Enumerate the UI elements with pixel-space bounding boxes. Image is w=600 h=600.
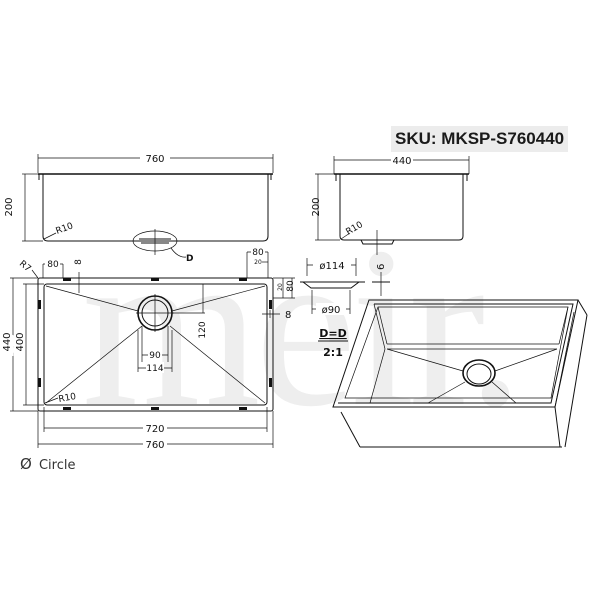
inner-width-dim: 400 <box>15 332 26 351</box>
detail-inner-diameter: ø90 <box>322 305 341 316</box>
flange-8-top-dim: 8 <box>74 259 84 265</box>
flange-20-top-dim: 20 <box>254 259 262 266</box>
diameter-symbol-icon: Ø <box>20 455 32 473</box>
legend-label: Circle <box>38 458 76 473</box>
flange-8-side-dim: 8 <box>285 310 291 321</box>
detail-scale: 2:1 <box>323 346 343 359</box>
outer-width-dim: 440 <box>2 332 13 351</box>
tab-spacing-right-dim: 80 <box>252 248 264 258</box>
front-view: 760 200 R10 D <box>4 151 274 264</box>
outer-length-dim: 760 <box>145 440 164 451</box>
front-height-dim: 200 <box>4 197 15 216</box>
front-radius-label: R10 <box>55 221 75 237</box>
detail-callout-label: D <box>186 254 193 264</box>
plan-view: 120 90 114 440 440 400 R7 80 8 <box>2 246 296 451</box>
tab-spacing-left-dim: 80 <box>47 260 59 270</box>
side-radius-label: R10 <box>345 220 366 238</box>
drain-offset-dim: 120 <box>198 321 208 338</box>
side-80-dim: 80 <box>286 280 296 292</box>
inner-length-dim: 720 <box>145 424 164 435</box>
drain-outer-dim: 114 <box>146 364 163 374</box>
side-height-dim: 200 <box>311 197 322 216</box>
drain-inner-dim: 90 <box>149 351 161 361</box>
inner-radius-label: R10 <box>58 392 77 405</box>
side-width-dim: 440 <box>392 156 411 167</box>
outer-radius-label: R7 <box>17 259 33 274</box>
svg-text:440: 440 <box>5 335 16 354</box>
detail-outer-diameter: ø114 <box>319 261 344 272</box>
side-view: 440 200 R10 <box>311 153 470 255</box>
sku-label: SKU: MKSP-S760440 <box>391 126 569 152</box>
detail-title: D=D <box>319 327 346 340</box>
detail-d: ø114 6 ø90 D=D 2:1 <box>300 258 390 359</box>
flange-20-side-dim: 20 <box>277 283 284 291</box>
detail-depth: 6 <box>376 264 387 270</box>
legend: Ø Circle <box>20 455 75 473</box>
front-width-dim: 760 <box>145 154 164 165</box>
isometric-view <box>332 299 588 448</box>
